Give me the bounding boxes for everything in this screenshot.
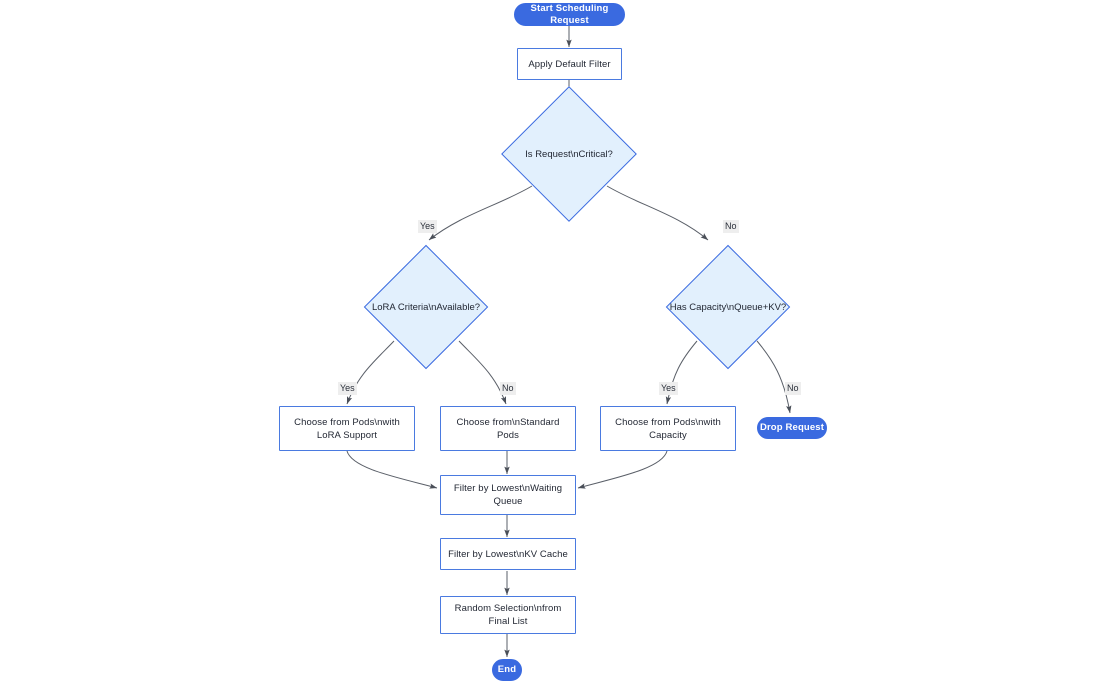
node-choose-pods-lora-support[interactable]: Choose from Pods\nwith LoRA Support [279, 406, 415, 451]
node-random-selection-final-list[interactable]: Random Selection\nfrom Final List [440, 596, 576, 634]
node-random-selection-final-list-line1: Random Selection\nfrom [454, 603, 562, 614]
node-choose-pods-capacity-line2: Capacity [649, 429, 687, 441]
node-choose-standard-pods-line2: Pods [496, 429, 520, 441]
edge-is-critical-no-to-capacity [606, 185, 709, 241]
edge-label-capacity-yes: Yes [659, 382, 678, 395]
node-drop-request[interactable]: Drop Request [757, 417, 827, 439]
node-choose-pods-lora-support-line1: Choose from Pods\nwith [294, 416, 400, 428]
edge-label-critical-no: No [723, 220, 739, 233]
edge-label-capacity-no: No [785, 382, 801, 395]
node-choose-pods-capacity[interactable]: Choose from Pods\nwith Capacity [600, 406, 736, 451]
node-filter-lowest-waiting-queue[interactable]: Filter by Lowest\nWaiting Queue [440, 475, 576, 515]
edge-choose-lora-to-filter-queue [346, 450, 438, 489]
node-start[interactable]: Start Scheduling Request [514, 3, 625, 26]
edge-capacity-yes-to-choose-capacity [665, 340, 698, 405]
node-choose-standard-pods-line1: Choose from\nStandard [456, 416, 560, 428]
edge-label-lora-yes: Yes [338, 382, 357, 395]
edge-is-critical-yes-to-lora [428, 185, 533, 241]
node-choose-pods-capacity-line1: Choose from Pods\nwith [615, 416, 721, 428]
node-filter-lowest-waiting-queue-line1: Filter by Lowest\nWaiting [453, 483, 563, 494]
edge-lora-yes-to-choose-lora [346, 340, 395, 405]
edge-capacity-no-to-drop [756, 340, 792, 414]
node-end[interactable]: End [492, 659, 522, 681]
node-random-selection-final-list-line2: Final List [488, 616, 528, 627]
edge-label-lora-no: No [500, 382, 516, 395]
node-filter-lowest-kv-cache[interactable]: Filter by Lowest\nKV Cache [440, 538, 576, 570]
edge-choose-capacity-to-filter-queue [577, 450, 668, 489]
node-apply-default-filter[interactable]: Apply Default Filter [517, 48, 622, 80]
edge-label-critical-yes: Yes [418, 220, 437, 233]
node-filter-lowest-waiting-queue-line2: Queue [493, 496, 523, 507]
node-choose-pods-lora-support-line2: LoRA Support [316, 429, 378, 441]
node-choose-standard-pods[interactable]: Choose from\nStandard Pods [440, 406, 576, 451]
edge-lora-no-to-choose-standard [458, 340, 507, 405]
